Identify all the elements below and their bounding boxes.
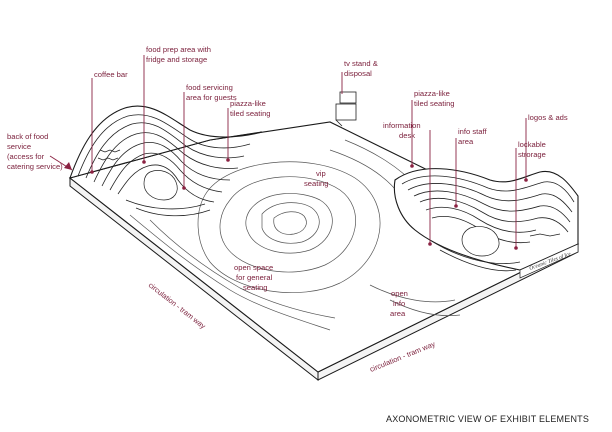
label-tv-stand: tv stand & disposal (344, 59, 380, 78)
label-open-info: open info area (390, 289, 410, 318)
left-seating-mound (69, 105, 263, 217)
label-vip-seating: vip seating (304, 169, 329, 188)
label-logos-ads: logos & ads (528, 113, 568, 122)
label-back-of-food: back of food service (access for caterin… (7, 132, 63, 171)
label-open-space: open space for general seating (234, 263, 275, 292)
right-seating-pocket (461, 226, 500, 257)
label-information-desk: information desk (383, 121, 423, 140)
label-food-servicing: food servicing area for guests (186, 83, 237, 102)
label-food-prep: food prep area with fridge and storage (146, 45, 213, 64)
label-lockable-storage: lockable strorage (518, 140, 548, 159)
left-seating-pocket (143, 170, 178, 201)
label-coffee-bar: coffee bar (94, 70, 128, 79)
tv-stand (335, 91, 357, 127)
label-info-staff: info staff area (458, 127, 489, 146)
label-circulation-left: circulation - tram way (147, 280, 208, 330)
right-seating-mound (393, 168, 579, 272)
label-piazza-right: piazza-like tiled seating (414, 89, 455, 108)
diagram-caption: AXONOMETRIC VIEW OF EXHIBIT ELEMENTS (386, 414, 589, 424)
leader-lines (49, 55, 528, 250)
label-piazza-left: piazza-like tiled seating (230, 99, 271, 118)
